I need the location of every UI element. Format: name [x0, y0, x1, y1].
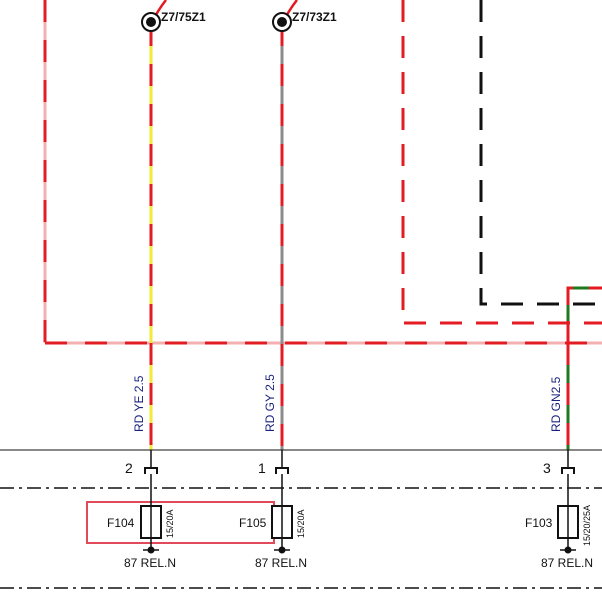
fuse-rating: 15/20A	[296, 509, 306, 538]
connector-z7-75z1: Z7/75Z1	[141, 0, 206, 32]
wire-label-rd-ye: RD YE 2.5	[132, 375, 146, 432]
pin-number: 2	[125, 460, 133, 476]
fuse-f105[interactable]: F105 15/20A 87 REL.N	[239, 474, 307, 570]
relay-label: 87 REL.N	[255, 556, 307, 570]
right-wire-green	[566, 286, 602, 343]
connector-z7-73z1: Z7/73Z1	[272, 0, 337, 32]
pin-terminal-1: 1	[258, 460, 289, 476]
connector-z7-75z1-label: Z7/75Z1	[161, 10, 206, 24]
pin-terminal-3: 3	[543, 460, 575, 476]
fuse-f104[interactable]: F104 15/20A 87 REL.N	[107, 474, 176, 570]
pin-number: 1	[258, 460, 266, 476]
pin-terminal-2: 2	[125, 460, 158, 476]
wire-label-rd-gn: RD GN2.5	[549, 376, 563, 432]
pin-number: 3	[543, 460, 551, 476]
fuse-f103[interactable]: F103 15/20/25A 87 REL.N	[525, 474, 593, 570]
fuse-rating: 15/20/25A	[582, 505, 592, 546]
fuse-name: F103	[525, 516, 553, 530]
fuse-name: F104	[107, 516, 135, 530]
right-wire-box-red	[401, 0, 602, 325]
relay-label: 87 REL.N	[541, 556, 593, 570]
fuse-name: F105	[239, 516, 267, 530]
relay-label: 87 REL.N	[124, 556, 176, 570]
right-wire-box-black	[479, 0, 602, 306]
left-wire-loop	[43, 0, 602, 345]
fuse-rating: 15/20A	[165, 509, 175, 538]
connector-z7-73z1-label: Z7/73Z1	[292, 10, 337, 24]
wire-label-rd-gy: RD GY 2.5	[263, 374, 277, 432]
